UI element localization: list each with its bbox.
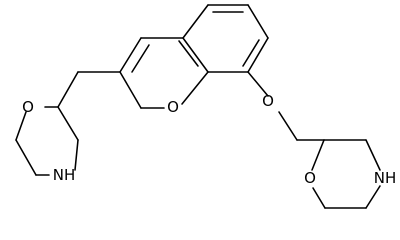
left-morpholine-oxygen-label: O — [22, 98, 34, 116]
bond-pyran-2 — [119, 37, 142, 73]
right-morpholine-nh-label: NH — [374, 169, 397, 187]
bond-ether-2 — [278, 111, 298, 141]
left-morpholine-nh-label: NH — [53, 166, 76, 184]
chemical-structure-diagram: O NH O O O NH — [15, 4, 396, 209]
bond-right-morph-2 — [312, 187, 326, 209]
ether-oxygen-label: O — [262, 92, 274, 110]
bond-benzene-4 — [247, 37, 269, 73]
bond-benzene-6 — [182, 37, 209, 73]
bond-left-ch2-2 — [57, 71, 79, 108]
bond-left-morph-6 — [57, 106, 79, 141]
bond-benzene-4-inner — [242, 39, 260, 67]
bond-left-morph-5 — [74, 139, 79, 171]
right-morpholine-oxygen-label: O — [304, 169, 316, 187]
bond-pyran-2-inner — [131, 44, 150, 73]
bond-benzene-6-inner — [178, 40, 199, 67]
bond-pyran-5 — [181, 71, 209, 105]
bond-benzene-1 — [182, 4, 209, 39]
bond-benzene-3 — [247, 4, 269, 39]
atom-labels-group: O NH O O O NH — [22, 92, 396, 187]
structure-canvas: O NH O O O NH — [15, 4, 396, 209]
bond-right-morph-4 — [365, 185, 381, 209]
bond-right-morph-5 — [365, 139, 381, 171]
bond-left-morph-2 — [15, 111, 27, 141]
bond-right-morph-1 — [311, 139, 325, 171]
bonds-group — [15, 4, 381, 209]
bond-left-morph-3 — [15, 139, 37, 176]
bond-pyran-3 — [119, 71, 142, 109]
chromene-oxygen-label: O — [167, 98, 179, 116]
bond-ether-1 — [247, 71, 269, 97]
